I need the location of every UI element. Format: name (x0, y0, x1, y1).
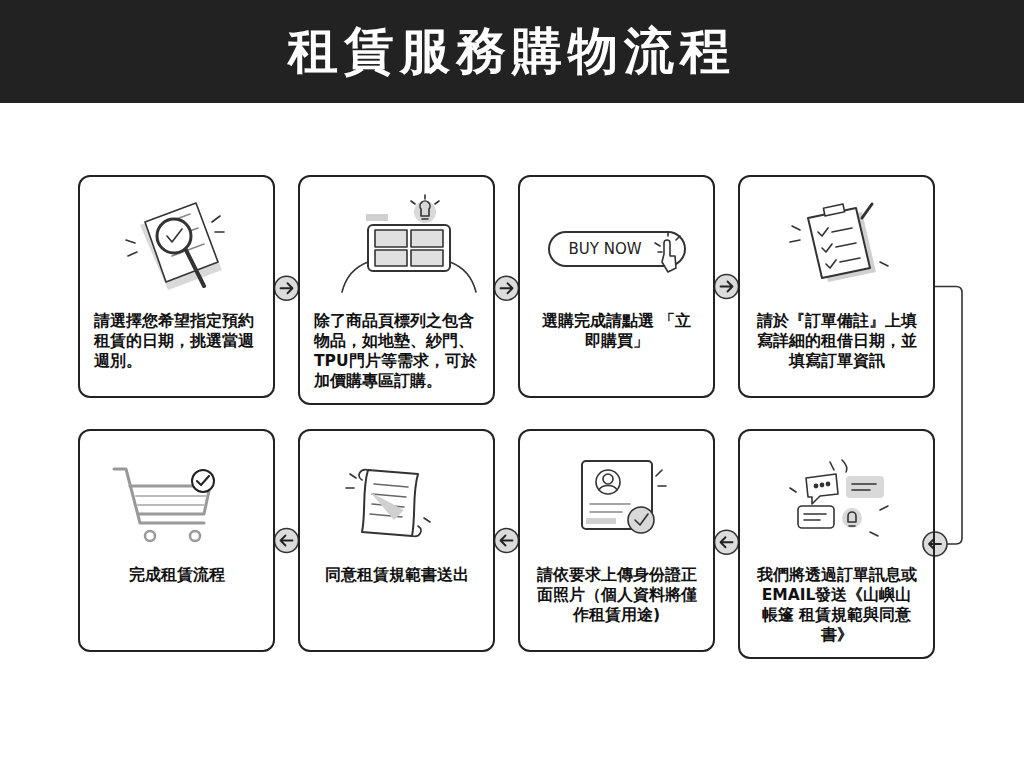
flow-connector (275, 529, 299, 553)
step-text: 請依要求上傳身份證正 面照片（個人資料將僅 作租賃用途) (534, 565, 699, 625)
buy-now-button-icon (549, 232, 685, 272)
flow-connector (715, 275, 739, 299)
process-box: 請選擇您希望指定預約 租賃的日期，挑選當週 週別。 (78, 175, 275, 398)
chat-bubbles-icon (790, 460, 888, 536)
process-box: 同意租賃規範書送出 (298, 429, 495, 652)
process-box: 請依要求上傳身份證正 面照片（個人資料將僅 作租賃用途) (518, 429, 715, 652)
step-text: 我們將透過訂單訊息或 EMAIL發送《山嶼山帳篷 租賃規範與同意書》 (754, 565, 919, 645)
clipboard-icon (790, 204, 888, 282)
scroll-icon (346, 470, 430, 537)
flow-connector (715, 530, 739, 554)
step-text: 請選擇您希望指定預約 租賃的日期，挑選當週 週別。 (94, 311, 259, 371)
tablet-icon (342, 195, 476, 292)
id-card-icon (582, 461, 666, 533)
process-box: 除了商品頁標列之包含 物品，如地墊、紗門、 TPU門片等需求，可於 加價購專區訂… (298, 175, 495, 405)
flow-connector (923, 287, 962, 557)
flow-connector (495, 529, 519, 553)
process-box: 我們將透過訂單訊息或 EMAIL發送《山嶼山帳篷 租賃規範與同意書》 (738, 429, 935, 659)
flow-connector (495, 276, 519, 300)
page-title: 租賃服務購物流程 (0, 0, 1024, 103)
process-box: 請於『訂單備註』上填 寫詳細的租借日期，並 填寫訂單資訊 (738, 175, 935, 398)
cart-icon (114, 469, 214, 541)
step-text: 同意租賃規範書送出 (314, 565, 479, 585)
step-text: 選購完成請點選 「立即購買」 (534, 311, 699, 351)
step-text: 完成租賃流程 (94, 565, 259, 585)
step-text: 請於『訂單備註』上填 寫詳細的租借日期，並 填寫訂單資訊 (754, 311, 919, 371)
button-label: BUY NOW (549, 232, 661, 266)
flow-connector (275, 276, 299, 300)
process-box: 完成租賃流程 (78, 429, 275, 652)
step-text: 除了商品頁標列之包含 物品，如地墊、紗門、 TPU門片等需求，可於 加價購專區訂… (314, 311, 479, 391)
document-magnifier-icon (126, 203, 224, 290)
process-box: 選購完成請點選 「立即購買」 (518, 175, 715, 398)
